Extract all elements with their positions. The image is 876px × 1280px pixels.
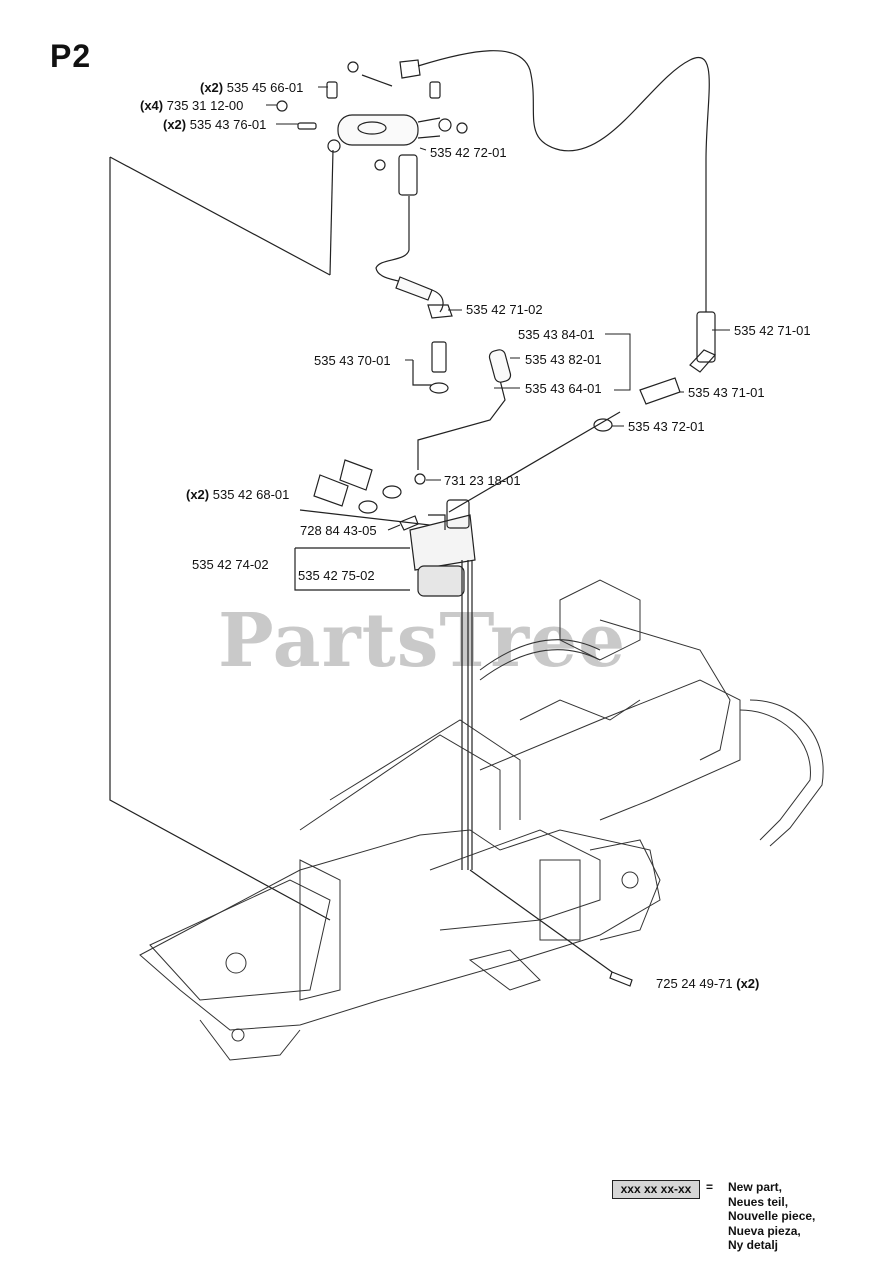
hose-fitting	[398, 154, 418, 196]
pin-part	[297, 122, 317, 130]
label-735-31-12-00: (x4) 735 31 12-00	[140, 98, 243, 113]
control-rod	[461, 560, 473, 870]
o-ring	[358, 500, 378, 514]
o-ring	[382, 485, 402, 499]
label-qty: (x4)	[140, 98, 164, 113]
label-part-number: 725 24 49-71	[656, 976, 733, 991]
label-535-43-72-01: 535 43 72-01	[628, 419, 705, 434]
clip-ring	[456, 122, 468, 134]
control-lever	[417, 379, 506, 470]
label-part-number: 535 42 68-01	[212, 487, 290, 502]
legend-text: New part, Neues teil, Nouvelle piece, Nu…	[728, 1180, 815, 1253]
label-part-number: 535 42 72-01	[430, 145, 507, 160]
legend-line: Nouvelle piece,	[728, 1209, 816, 1223]
label-qty: (x2)	[736, 976, 760, 991]
fitting-pair	[313, 474, 349, 507]
legend-equals: =	[706, 1180, 714, 1194]
elbow-fitting	[427, 304, 453, 319]
hose-535-42-71-02	[375, 196, 416, 286]
label-part-number: 535 43 84-01	[518, 327, 595, 342]
label-535-42-72-01: 535 42 72-01	[430, 145, 507, 160]
callout-frame-line	[329, 149, 334, 276]
label-535-45-66-01: (x2) 535 45 66-01	[200, 80, 303, 95]
label-part-number: 728 84 43-05	[300, 523, 377, 538]
label-728-84-43-05: 728 84 43-05	[300, 523, 377, 538]
label-535-43-64-01: 535 43 64-01	[525, 381, 602, 396]
control-knob	[488, 349, 512, 383]
label-part-number: 735 31 12-00	[166, 98, 244, 113]
label-725-24-49-71: 725 24 49-71 (x2)	[656, 976, 759, 991]
hose-535-42-71-01	[417, 50, 710, 312]
label-535-43-76-01: (x2) 535 43 76-01	[163, 117, 266, 132]
o-ring	[429, 382, 449, 394]
label-535-42-71-02: 535 42 71-02	[466, 302, 543, 317]
set-screw	[399, 515, 419, 531]
legend-line: Ny detalj	[728, 1238, 779, 1252]
clip-part	[429, 81, 441, 99]
label-qty: (x2)	[163, 117, 187, 132]
legend-part-code-box: xxx xx xx-xx	[612, 1180, 700, 1199]
label-part-number: 535 43 76-01	[189, 117, 267, 132]
mower-chassis-frame	[139, 579, 824, 1061]
cylinder-eye	[327, 139, 341, 153]
pin-part	[361, 74, 393, 87]
washer-part	[276, 100, 288, 112]
seal-ring	[593, 418, 613, 432]
straight-fitting	[431, 341, 447, 373]
label-535-43-70-01: 535 43 70-01	[314, 353, 391, 368]
washer-731-23-18-01	[414, 473, 426, 485]
bolt-725-24-49-71	[609, 971, 633, 987]
clip-ring	[374, 159, 386, 171]
label-part-number: 535 43 72-01	[628, 419, 705, 434]
label-qty: (x2)	[200, 80, 224, 95]
label-part-number: 535 43 82-01	[525, 352, 602, 367]
hex-nut	[399, 59, 421, 79]
label-535-42-68-01: (x2) 535 42 68-01	[186, 487, 289, 502]
label-part-number: 731 23 18-01	[444, 473, 521, 488]
label-qty: (x2)	[186, 487, 210, 502]
clip-part	[326, 81, 338, 99]
label-535-42-71-01: 535 42 71-01	[734, 323, 811, 338]
hydraulic-cylinder	[337, 114, 419, 146]
watermark: PartsTree	[218, 598, 627, 684]
valve-block	[409, 514, 476, 571]
label-part-number: 535 43 71-01	[688, 385, 765, 400]
fitting-pair	[339, 459, 373, 491]
label-535-42-74-02: 535 42 74-02	[192, 557, 269, 572]
label-535-43-84-01: 535 43 84-01	[518, 327, 595, 342]
clip-ring	[347, 61, 359, 73]
legend-line: Neues teil,	[728, 1194, 789, 1209]
label-part-number: 535 42 74-02	[192, 557, 269, 572]
page-title: P2	[50, 38, 92, 74]
callout-frame-line	[109, 156, 331, 921]
label-part-number: 535 43 64-01	[525, 381, 602, 396]
label-535-42-75-02: 535 42 75-02	[298, 568, 375, 583]
label-part-number: 535 42 71-01	[734, 323, 811, 338]
label-part-number: 535 43 70-01	[314, 353, 391, 368]
legend-line: Nueva pieza,	[728, 1223, 801, 1238]
adapter-fitting	[639, 377, 681, 405]
label-731-23-18-01: 731 23 18-01	[444, 473, 521, 488]
legend-line: New part,	[728, 1180, 783, 1194]
label-part-number: 535 45 66-01	[226, 80, 304, 95]
label-535-43-71-01: 535 43 71-01	[688, 385, 765, 400]
hydraulic-filter	[417, 565, 465, 597]
cylinder-pin-end	[438, 118, 452, 132]
label-part-number: 535 42 75-02	[298, 568, 375, 583]
label-part-number: 535 42 71-02	[466, 302, 543, 317]
label-535-43-82-01: 535 43 82-01	[525, 352, 602, 367]
